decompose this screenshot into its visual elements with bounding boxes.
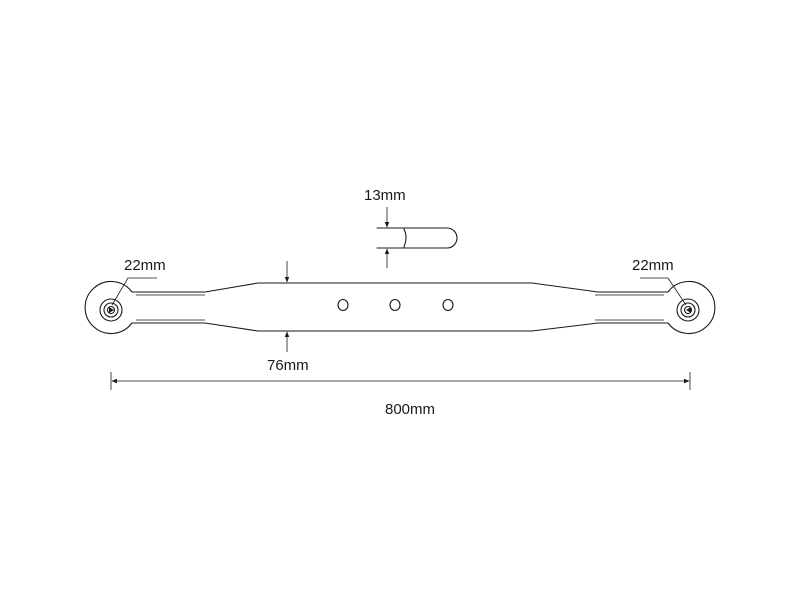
arm-edge-detail [136,294,664,321]
right-eye-ring [680,302,696,318]
right-eye-outer [676,298,700,322]
section-inner [403,228,407,248]
left-eye-bore [106,305,116,315]
width-label: 76mm [267,357,309,374]
right-hole-label: 22mm [632,257,674,274]
hole-3 [442,298,454,312]
left-hole-label: 22mm [124,257,166,274]
left-ball-joint [99,298,123,322]
width-dimension: 76mm [267,261,309,374]
thickness-detail: 13mm [364,187,458,268]
thickness-label: 13mm [364,187,406,204]
arm-body [84,280,716,335]
right-hole-dimension: 22mm [632,257,687,306]
adjustment-holes [337,298,454,312]
right-ball-joint [676,298,700,322]
left-eye-outer [99,298,123,322]
arm-outline [84,280,716,335]
hole-2 [389,298,401,312]
section-outline [376,227,458,249]
length-label: 800mm [385,401,435,418]
length-dimension: 800mm [110,372,691,418]
left-eye-ring [103,302,119,318]
right-eye-bore [683,305,693,315]
left-hole-dimension: 22mm [111,257,166,306]
hole-1 [337,298,349,312]
